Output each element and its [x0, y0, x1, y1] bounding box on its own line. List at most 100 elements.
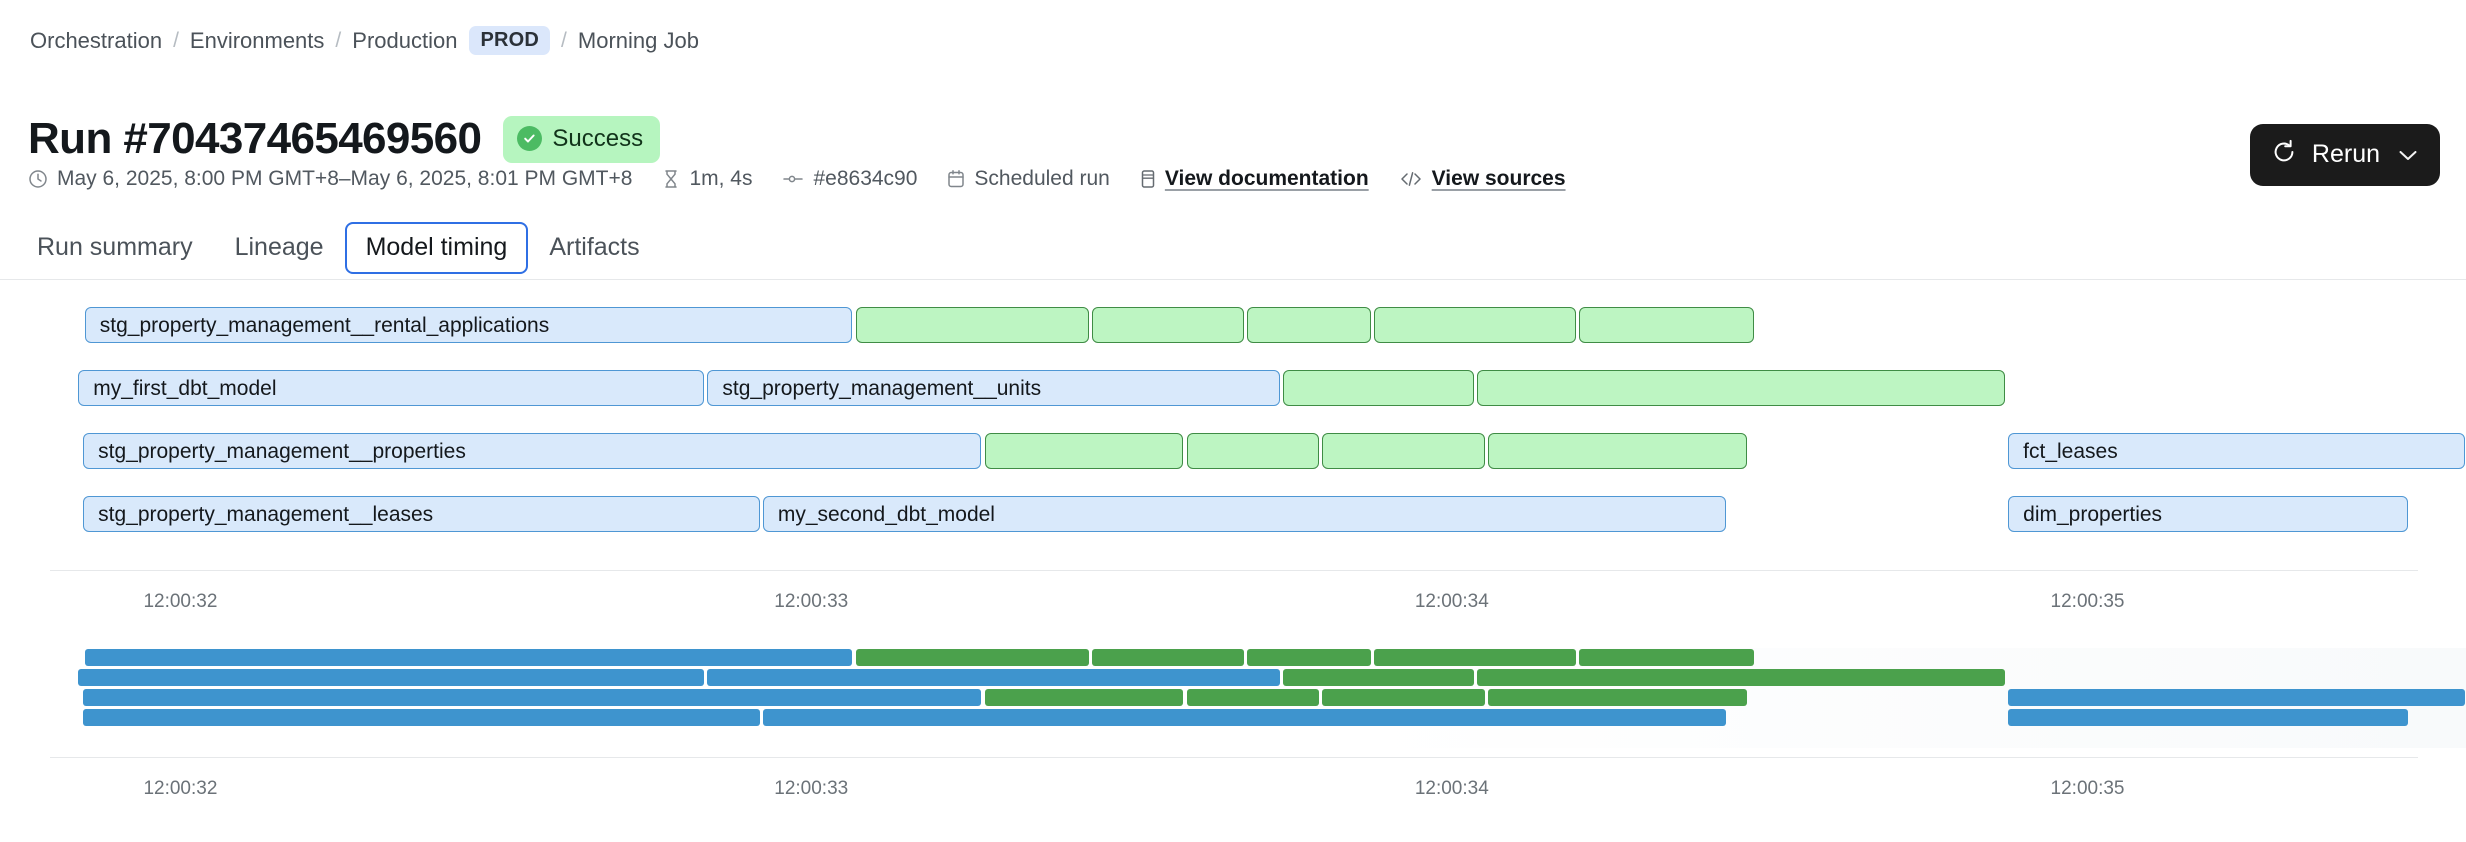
chevron-down-icon[interactable] — [2398, 142, 2418, 167]
gantt-bar-label: stg_property_management__rental_applicat… — [99, 313, 550, 337]
minimap-row — [0, 668, 2466, 688]
minimap-bar[interactable] — [1246, 649, 1371, 666]
gantt-bar-label: my_first_dbt_model — [93, 376, 277, 400]
branch-icon — [782, 172, 804, 186]
minimap-bar[interactable] — [2008, 689, 2465, 706]
minimap-bar[interactable] — [2008, 709, 2408, 726]
gantt-bar-test[interactable] — [1579, 307, 1754, 343]
breadcrumb-separator: / — [561, 29, 567, 52]
gantt-row: stg_property_management__properties fct_l… — [0, 426, 2466, 489]
minimap-bar[interactable] — [707, 669, 1280, 686]
gantt-bar-stg-property-management--properties[interactable]: stg_property_management__properties — [83, 433, 982, 469]
calendar-icon — [947, 169, 965, 189]
minimap-row — [0, 708, 2466, 728]
gantt-bar-test[interactable] — [855, 307, 1089, 343]
view-documentation-link[interactable]: View documentation — [1164, 167, 1369, 190]
breadcrumb-item-morning-job[interactable]: Morning Job — [577, 27, 699, 53]
meta-duration: 1m, 4s — [662, 168, 752, 189]
minimap-bar[interactable] — [78, 669, 705, 686]
model-timing-minimap[interactable] — [0, 648, 2466, 748]
breadcrumb: Orchestration / Environments / Productio… — [30, 26, 699, 55]
gantt-bar-label: stg_property_management__properties — [98, 439, 466, 463]
meta-duration-label: 1m, 4s — [689, 167, 753, 190]
minimap-row — [0, 648, 2466, 668]
breadcrumb-badge-prod: PROD — [469, 26, 551, 55]
gantt-bar-test[interactable] — [1186, 433, 1319, 469]
model-timing-gantt: stg_property_management__rental_applicat… — [0, 300, 2466, 552]
gantt-bar-stg-property-management--rental-applications[interactable]: stg_property_management__rental_applicat… — [84, 307, 853, 343]
minimap-bar[interactable] — [1476, 669, 2005, 686]
gantt-bar-my-first-dbt-model[interactable]: my_first_dbt_model — [78, 370, 705, 406]
tab-artifacts[interactable]: Artifacts — [549, 233, 640, 261]
minimap-bar[interactable] — [1579, 649, 1754, 666]
breadcrumb-separator: / — [173, 29, 179, 52]
minimap-bar[interactable] — [1374, 649, 1577, 666]
breadcrumb-separator: / — [335, 29, 342, 52]
minimap-bar[interactable] — [84, 649, 853, 666]
axis-tick-label: 12:00:33 — [774, 591, 849, 612]
axis-tick-label: 12:00:35 — [2050, 778, 2125, 799]
minimap-bar[interactable] — [1488, 689, 1748, 706]
minimap-bar[interactable] — [1321, 689, 1485, 706]
status-label: Success — [552, 124, 644, 152]
meta-commit-label: #e8634c90 — [813, 167, 918, 190]
gantt-row: stg_property_management__rental_applicat… — [0, 300, 2466, 363]
meta-documentation[interactable]: View documentation — [1140, 168, 1369, 189]
gantt-bar-test[interactable] — [1476, 370, 2005, 406]
rerun-button[interactable]: Rerun — [2249, 124, 2440, 186]
gantt-row: my_first_dbt_model stg_property_managemen… — [0, 363, 2466, 426]
gantt-bar-label: dim_properties — [2023, 502, 2163, 526]
gantt-row: stg_property_management__leases my_second… — [0, 489, 2466, 552]
breadcrumb-item-orchestration[interactable]: Orchestration — [30, 27, 163, 53]
breadcrumb-item-environments[interactable]: Environments — [189, 27, 325, 53]
meta-sources[interactable]: View sources — [1399, 168, 1566, 189]
gantt-bar-stg-property-management--units[interactable]: stg_property_management__units — [707, 370, 1280, 406]
meta-trigger: Scheduled run — [947, 167, 1110, 190]
axis-tick-label: 12:00:34 — [1414, 778, 1489, 799]
gantt-bar-my-second-dbt-model[interactable]: my_second_dbt_model — [762, 496, 1727, 532]
meta-timerange-label: May 6, 2025, 8:00 PM GMT+8–May 6, 2025, … — [57, 167, 633, 190]
minimap-bar[interactable] — [83, 709, 760, 726]
minimap-bar[interactable] — [1186, 689, 1319, 706]
meta-trigger-label: Scheduled run — [974, 167, 1110, 190]
view-sources-link[interactable]: View sources — [1431, 167, 1566, 190]
minimap-bar[interactable] — [984, 689, 1184, 706]
gantt-bar-label: stg_property_management__leases — [98, 502, 434, 526]
gantt-bar-fct-leases[interactable]: fct_leases — [2008, 433, 2465, 469]
tab-model-timing[interactable]: Model timing — [344, 222, 529, 274]
minimap-bar[interactable] — [1282, 669, 1474, 686]
minimap-row — [0, 688, 2466, 708]
axis-tick-label: 12:00:33 — [774, 778, 849, 799]
tab-lineage[interactable]: Lineage — [234, 233, 324, 261]
gantt-bar-test[interactable] — [984, 433, 1184, 469]
refresh-icon — [2271, 139, 2297, 170]
tab-run-summary[interactable]: Run summary — [37, 233, 193, 261]
page-title: Run #70437465469560 — [28, 114, 482, 164]
gantt-bar-stg-property-management--leases[interactable]: stg_property_management__leases — [83, 496, 760, 532]
gantt-bar-label: fct_leases — [2023, 439, 2118, 463]
hourglass-icon — [662, 169, 680, 189]
axis-tick-label: 12:00:35 — [2050, 591, 2125, 612]
gantt-bar-test[interactable] — [1488, 433, 1748, 469]
gantt-bar-test[interactable] — [1321, 433, 1485, 469]
gantt-bar-test[interactable] — [1282, 370, 1474, 406]
check-circle-icon — [517, 126, 543, 152]
minimap-bar[interactable] — [83, 689, 982, 706]
tab-bar-divider — [0, 279, 2466, 280]
minimap-bar[interactable] — [855, 649, 1089, 666]
gantt-bar-test[interactable] — [1374, 307, 1577, 343]
axis-tick-label: 12:00:32 — [143, 778, 218, 799]
tab-bar: Run summary Lineage Model timing Artifac… — [16, 222, 661, 274]
gantt-bar-label: stg_property_management__units — [722, 376, 1042, 400]
book-icon — [1140, 169, 1156, 189]
gantt-bar-test[interactable] — [1092, 307, 1244, 343]
axis-tick-label: 12:00:32 — [143, 591, 218, 612]
axis-tick-label: 12:00:34 — [1414, 591, 1489, 612]
minimap-bar[interactable] — [762, 709, 1727, 726]
code-icon — [1399, 171, 1423, 187]
gantt-bar-dim-properties[interactable]: dim_properties — [2008, 496, 2408, 532]
breadcrumb-item-production[interactable]: Production — [352, 27, 458, 53]
axis-line — [50, 757, 2418, 758]
gantt-bar-test[interactable] — [1246, 307, 1371, 343]
minimap-bar[interactable] — [1092, 649, 1244, 666]
